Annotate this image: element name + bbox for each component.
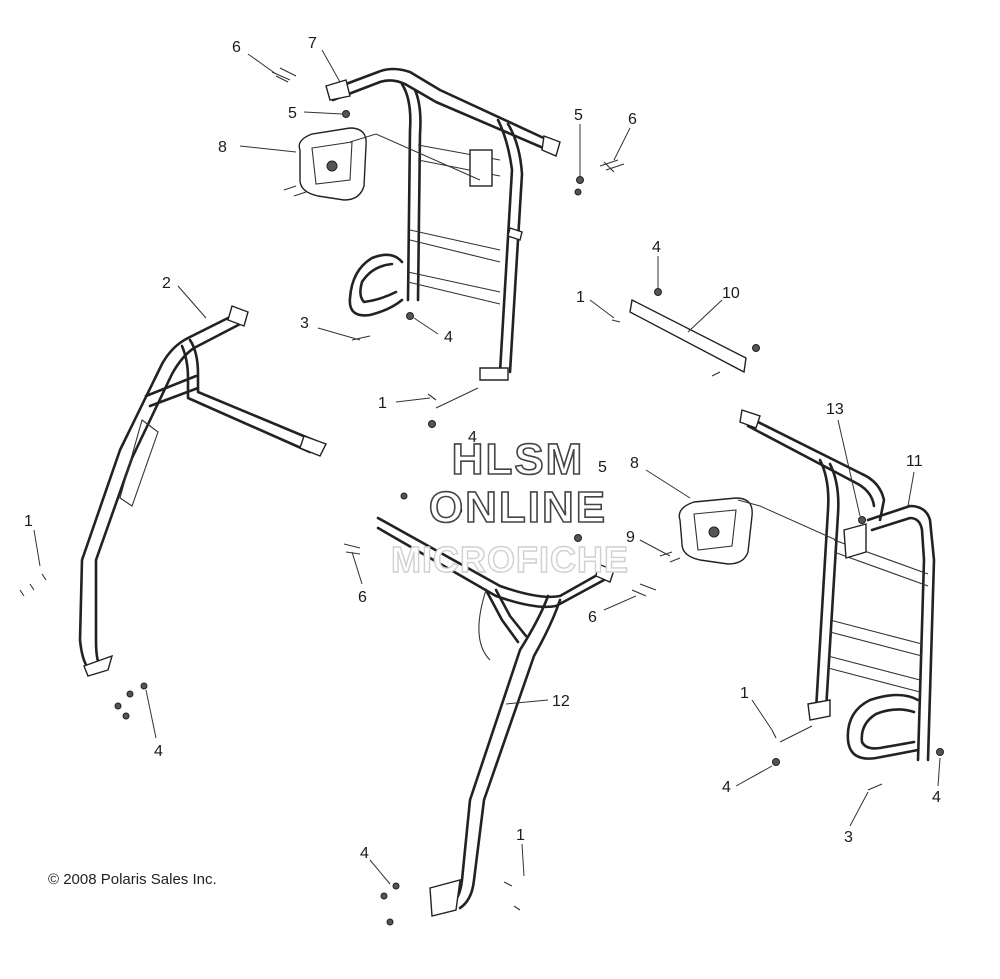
callout-3: 3: [300, 315, 309, 332]
callout-12: 12: [552, 693, 570, 710]
callout-5: 5: [288, 105, 297, 122]
callout-2: 2: [162, 275, 171, 292]
leader-lines: [33, 49, 941, 885]
front-center-frame: [376, 516, 615, 917]
cross-brace-bar: [629, 298, 747, 374]
copyright-text: © 2008 Polaris Sales Inc.: [48, 871, 217, 888]
callout-5: 5: [598, 459, 607, 476]
callout-5: 5: [454, 501, 463, 518]
callout-7: 7: [308, 35, 317, 52]
callout-6: 6: [358, 589, 367, 606]
fasteners: [19, 67, 944, 926]
side-frame-left: [78, 305, 327, 677]
callout-1: 1: [24, 513, 33, 530]
callout-8: 8: [218, 139, 227, 156]
tail-light-right: [678, 497, 753, 565]
watermark: HLSM ONLINE MICROFICHE: [390, 434, 629, 581]
callout-6: 6: [588, 609, 597, 626]
callout-6: 6: [628, 111, 637, 128]
callout-4: 4: [932, 789, 941, 806]
callout-4: 4: [444, 329, 453, 346]
callout-labels: 6 7 5 8 5 6 2 3 4 1 4 1 10 13 11 8 1 6 6…: [24, 35, 941, 862]
callout-4: 4: [154, 743, 163, 760]
callout-1: 1: [516, 827, 525, 844]
callout-13: 13: [826, 401, 844, 418]
callout-1: 1: [740, 685, 749, 702]
callout-4: 4: [652, 239, 661, 256]
callout-8: 8: [630, 455, 639, 472]
callout-1: 1: [378, 395, 387, 412]
upper-rear-cab-frame-right: [739, 409, 936, 762]
callout-4: 4: [360, 845, 369, 862]
callout-4: 4: [722, 779, 731, 796]
watermark-line3: MICROFICHE: [391, 539, 629, 580]
watermark-line1: HLSM: [452, 435, 585, 484]
upper-rear-cab-frame: [325, 67, 561, 381]
callout-1: 1: [576, 289, 585, 306]
callout-11: 11: [906, 453, 923, 470]
callout-10: 10: [722, 285, 740, 302]
mounting-bracket-plate: [469, 149, 493, 187]
callout-5: 5: [574, 107, 583, 124]
callout-6: 6: [232, 39, 241, 56]
callout-9: 9: [626, 529, 635, 546]
callout-4: 4: [468, 429, 477, 446]
tail-light-left: [298, 127, 367, 201]
callout-3: 3: [844, 829, 853, 846]
watermark-line2: ONLINE: [429, 483, 607, 532]
